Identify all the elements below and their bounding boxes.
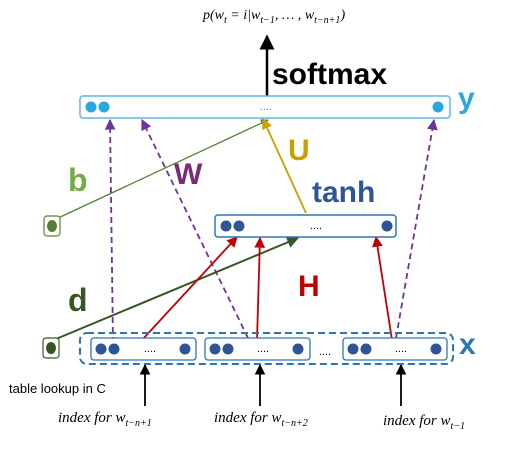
tanh-box-ellipsis: .... <box>310 220 322 232</box>
y-unit-dot <box>98 101 110 113</box>
index-label-2: index for wt−n+2 <box>214 410 308 429</box>
b-arrow <box>55 119 269 220</box>
index-label-3: index for wt−1 <box>383 413 466 432</box>
x-embedding-box-2 <box>204 337 311 361</box>
y-layer-box <box>79 95 451 119</box>
tanh-unit-dot <box>220 220 232 232</box>
h-label: H <box>298 270 320 303</box>
tanh-layer-box <box>214 214 397 238</box>
d-bias-dot <box>46 342 56 354</box>
w-arrow-1 <box>104 118 116 344</box>
output-probability-formula: p(wt = i|wt−1, … , wt−n+1) <box>203 8 346 26</box>
tanh-unit-dot <box>381 220 393 232</box>
x-unit-dot <box>222 343 234 355</box>
tanh-label: tanh <box>312 176 376 209</box>
b-label: b <box>68 162 88 198</box>
x-unit-dot <box>292 343 304 355</box>
index-label-1: index for wt−n+1 <box>58 410 152 429</box>
x-unit-dot <box>95 343 107 355</box>
x-unit-dot <box>209 343 221 355</box>
x-unit-dot <box>360 343 372 355</box>
d-arrow <box>55 236 300 340</box>
x-unit-dot <box>108 343 120 355</box>
x-box-1-ellipsis: .... <box>144 343 156 355</box>
w-label: W <box>174 158 203 191</box>
x-unit-dot <box>179 343 191 355</box>
x-label: x <box>459 328 476 361</box>
u-label: U <box>288 134 310 167</box>
x-box-3-ellipsis: .... <box>395 343 407 355</box>
x-box-2-ellipsis: .... <box>257 343 269 355</box>
x-unit-dot <box>347 343 359 355</box>
x-between-ellipsis: .... <box>319 346 331 358</box>
b-bias-dot <box>47 220 57 232</box>
y-unit-dot <box>432 101 444 113</box>
softmax-label: softmax <box>272 58 388 91</box>
h-arrow-2 <box>254 236 266 341</box>
y-box-ellipsis: .... <box>260 101 272 113</box>
w-arrow-2 <box>141 119 249 339</box>
y-unit-dot <box>85 101 97 113</box>
x-unit-dot <box>430 343 442 355</box>
tanh-unit-dot <box>233 220 245 232</box>
d-label: d <box>68 282 88 318</box>
x-layer-outer-box <box>79 332 454 365</box>
h-arrow-3 <box>372 235 393 341</box>
table-lookup-label: table lookup in C <box>9 381 106 396</box>
y-label: y <box>458 82 475 115</box>
x-embedding-box-3 <box>342 337 448 361</box>
u-arrow <box>262 118 307 214</box>
x-embedding-box-1 <box>90 337 197 361</box>
w-arrow-3 <box>395 118 438 339</box>
h-arrow-1 <box>141 236 238 341</box>
